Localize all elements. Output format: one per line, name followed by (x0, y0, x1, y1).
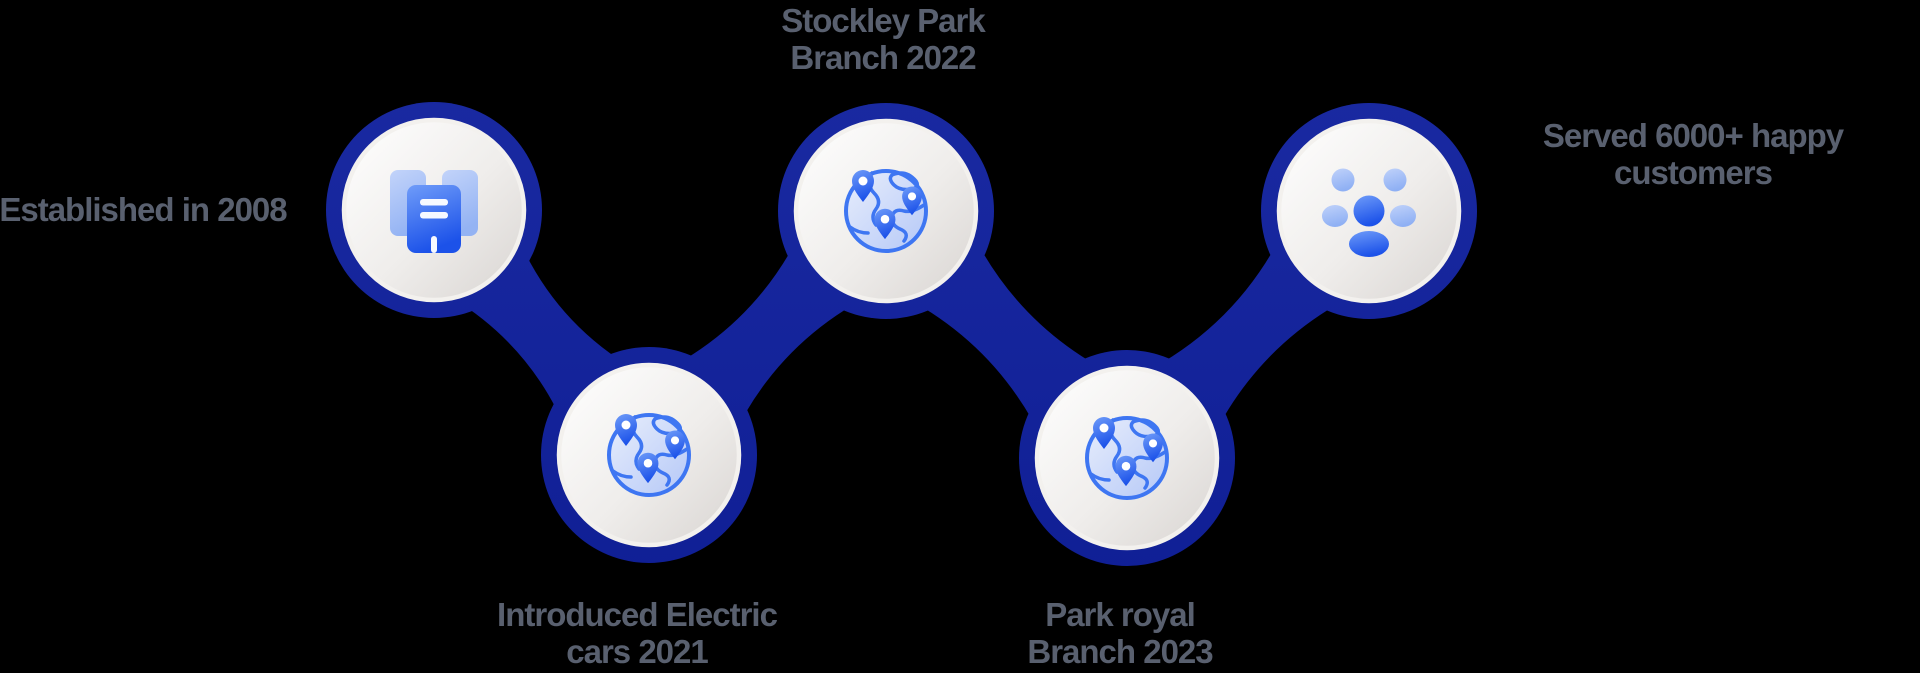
globe-pins-icon (609, 414, 689, 495)
globe-pins-icon (846, 170, 926, 251)
globe-pins-icon (1087, 417, 1167, 498)
